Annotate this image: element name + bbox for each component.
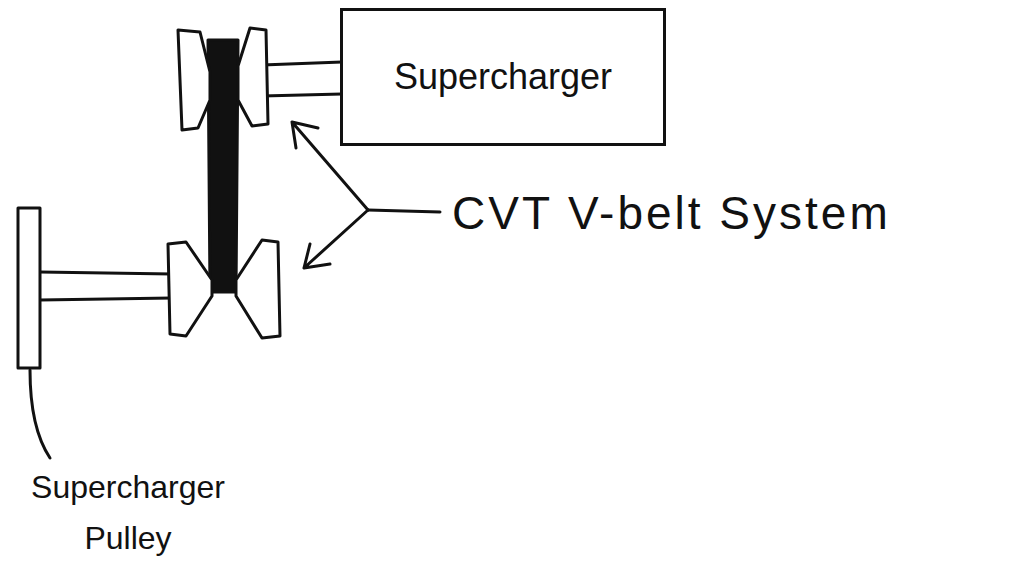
upper-pulley-half [238, 28, 268, 126]
lower-pulley-half [168, 242, 212, 336]
component-name: Supercharger [394, 56, 612, 98]
leader-line [30, 370, 50, 458]
part-label: Supercharger Pulley [8, 462, 248, 564]
lower-pulley-half [236, 240, 280, 338]
supercharger-pulley [18, 208, 40, 368]
callout-label: CVT V-belt System [452, 186, 891, 240]
upper-pulley-half [178, 30, 210, 130]
upper-shaft [262, 62, 342, 96]
v-belt [208, 40, 238, 292]
lower-shaft [40, 272, 172, 300]
leader-arrow [304, 210, 368, 268]
component-box: Supercharger [340, 8, 666, 146]
leader-line [368, 210, 440, 212]
